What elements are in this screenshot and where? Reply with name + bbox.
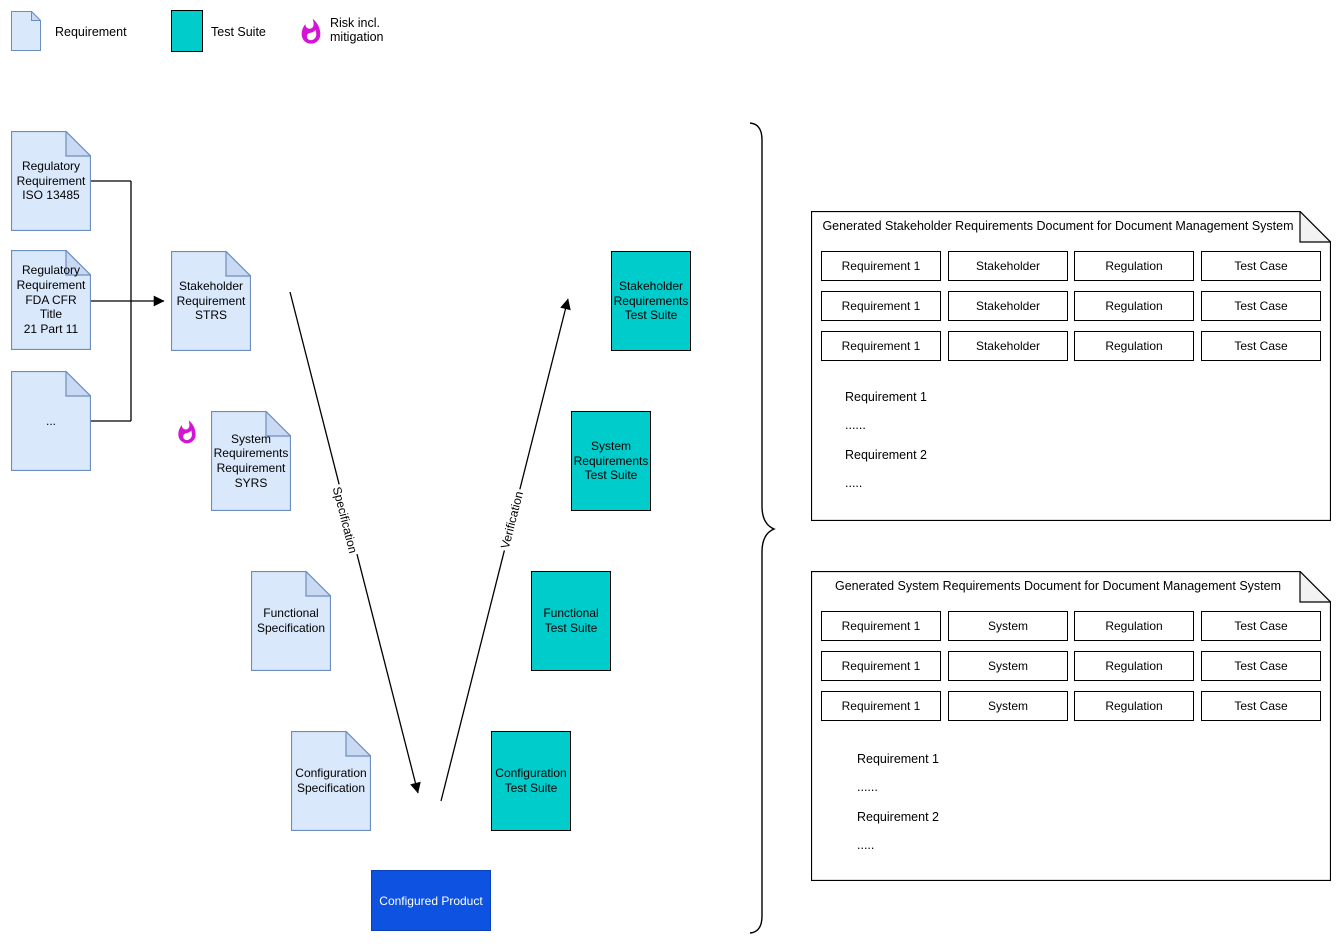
legend-requirement-swatch[interactable] xyxy=(11,11,41,51)
doc-functional-specification[interactable]: Functional Specification xyxy=(251,571,331,671)
doc-label: Regulatory Requirement FDA CFR Title 21 … xyxy=(16,263,86,336)
legend-test-suite-label: Test Suite xyxy=(211,25,266,39)
table-cell[interactable]: Regulation xyxy=(1074,691,1194,721)
table-cell[interactable]: Stakeholder xyxy=(948,331,1068,361)
connector-regulatory-group xyxy=(91,180,165,422)
doc-label: Regulatory Requirement ISO 13485 xyxy=(16,159,86,203)
table-cell[interactable]: Test Case xyxy=(1201,651,1321,681)
legend-risk-flame-icon[interactable] xyxy=(297,16,325,48)
table-cell[interactable]: Requirement 1 xyxy=(821,291,941,321)
test-suite-functional[interactable]: Functional Test Suite xyxy=(531,571,611,671)
risk-flame-icon[interactable] xyxy=(174,417,200,448)
specification-edge-label: Specification xyxy=(329,483,361,557)
body-line: Requirement 2 xyxy=(845,448,927,462)
doc-system-requirements-syrs[interactable]: System Requirements Requirement SYRS xyxy=(211,411,291,511)
test-suite-system-requirements[interactable]: System Requirements Test Suite xyxy=(571,411,651,511)
table-cell[interactable]: Regulation xyxy=(1074,331,1194,361)
generated-system-requirements-panel[interactable]: Generated System Requirements Document f… xyxy=(811,571,1331,881)
body-line: Requirement 1 xyxy=(857,752,939,766)
doc-regulatory-requirement-iso13485[interactable]: Regulatory Requirement ISO 13485 xyxy=(11,131,91,231)
requirement-document-icon xyxy=(11,11,41,51)
table-cell[interactable]: Test Case xyxy=(1201,251,1321,281)
body-line: ..... xyxy=(857,838,875,852)
table-cell[interactable]: Stakeholder xyxy=(948,251,1068,281)
doc-regulatory-requirement-fda-cfr[interactable]: Regulatory Requirement FDA CFR Title 21 … xyxy=(11,250,91,350)
table-cell[interactable]: Test Case xyxy=(1201,291,1321,321)
verification-edge-label: Verification xyxy=(497,487,527,553)
legend-risk-label: Risk incl. mitigation xyxy=(330,16,384,45)
table-cell[interactable]: System xyxy=(948,691,1068,721)
body-line: Requirement 2 xyxy=(857,810,939,824)
body-line: ...... xyxy=(845,418,866,432)
table-cell[interactable]: Stakeholder xyxy=(948,291,1068,321)
doc-more-requirements[interactable]: ... xyxy=(11,371,91,471)
table-cell[interactable]: Regulation xyxy=(1074,651,1194,681)
doc-configuration-specification[interactable]: Configuration Specification xyxy=(291,731,371,831)
panel-title: Generated System Requirements Document f… xyxy=(834,579,1282,593)
test-suite-configuration[interactable]: Configuration Test Suite xyxy=(491,731,571,831)
body-line: Requirement 1 xyxy=(845,390,927,404)
table-cell[interactable]: Test Case xyxy=(1201,691,1321,721)
table-cell[interactable]: Requirement 1 xyxy=(821,651,941,681)
curly-brace xyxy=(749,122,776,934)
table-cell[interactable]: Requirement 1 xyxy=(821,331,941,361)
table-cell[interactable]: Requirement 1 xyxy=(821,251,941,281)
doc-label: ... xyxy=(45,413,56,428)
table-cell[interactable]: System xyxy=(948,651,1068,681)
doc-label: Stakeholder Requirement STRS xyxy=(176,279,246,323)
legend-test-suite-swatch[interactable] xyxy=(171,10,203,52)
doc-label: Functional Specification xyxy=(256,606,326,635)
body-line: ..... xyxy=(845,476,863,490)
table-cell[interactable]: Regulation xyxy=(1074,251,1194,281)
body-line: ...... xyxy=(857,780,878,794)
configured-product-box[interactable]: Configured Product xyxy=(371,870,491,931)
generated-stakeholder-requirements-panel[interactable]: Generated Stakeholder Requirements Docum… xyxy=(811,211,1331,521)
table-cell[interactable]: Requirement 1 xyxy=(821,611,941,641)
table-cell[interactable]: Requirement 1 xyxy=(821,691,941,721)
table-cell[interactable]: Regulation xyxy=(1074,611,1194,641)
panel-title: Generated Stakeholder Requirements Docum… xyxy=(822,219,1294,233)
doc-stakeholder-requirement-strs[interactable]: Stakeholder Requirement STRS xyxy=(171,251,251,351)
table-cell[interactable]: System xyxy=(948,611,1068,641)
table-cell[interactable]: Test Case xyxy=(1201,331,1321,361)
test-suite-stakeholder-requirements[interactable]: Stakeholder Requirements Test Suite xyxy=(611,251,691,351)
doc-label: System Requirements Requirement SYRS xyxy=(213,431,289,490)
legend-requirement-label: Requirement xyxy=(55,25,127,39)
table-cell[interactable]: Test Case xyxy=(1201,611,1321,641)
table-cell[interactable]: Regulation xyxy=(1074,291,1194,321)
doc-label: Configuration Specification xyxy=(295,766,367,795)
